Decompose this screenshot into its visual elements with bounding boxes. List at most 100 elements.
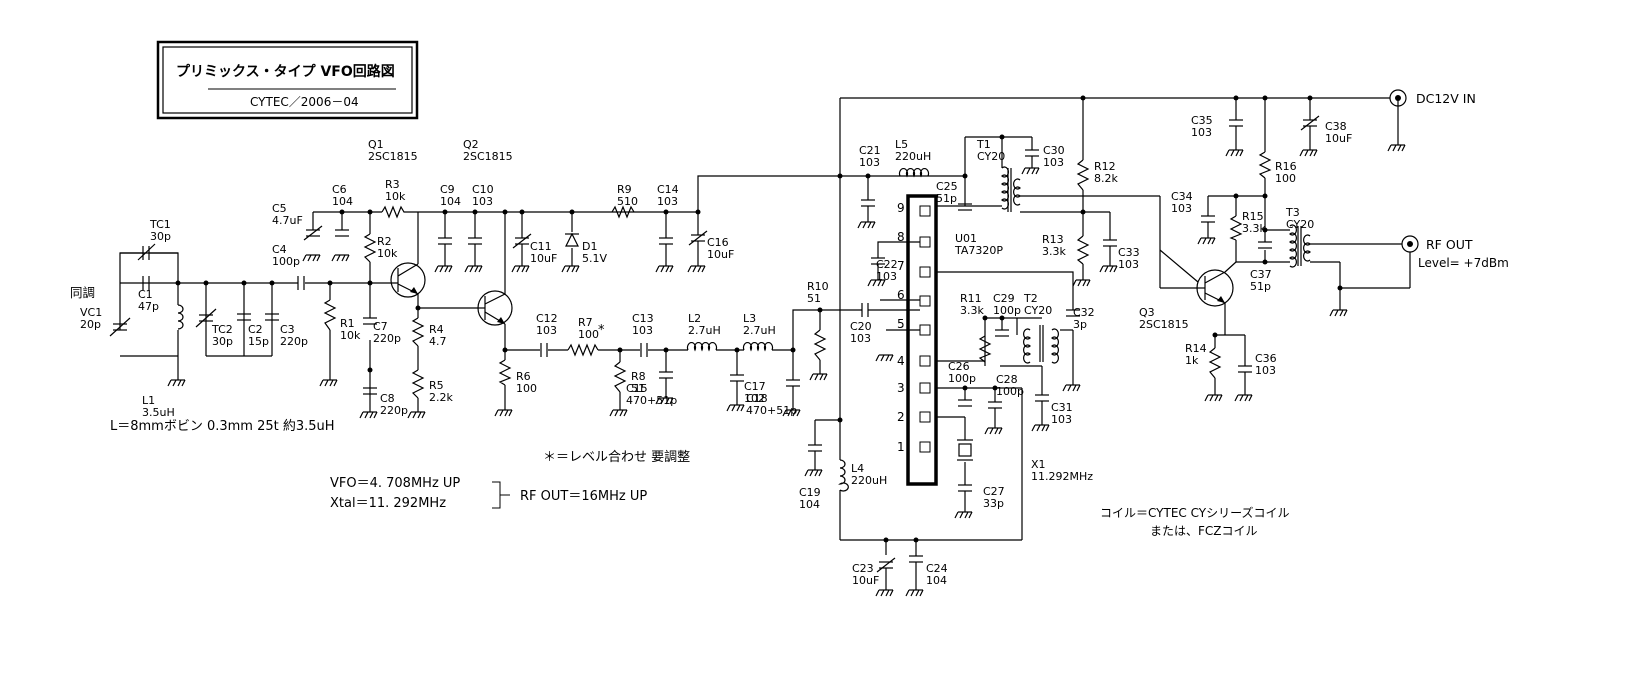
component-ref: C32 — [1073, 306, 1095, 319]
component-value: 103 — [657, 195, 678, 208]
component-value: 8.2k — [1094, 172, 1118, 185]
component-value: 33p — [983, 497, 1004, 510]
ic-pin-8: 8 — [897, 230, 905, 244]
component-ref: R8 — [631, 370, 646, 383]
level-note: ＊＝レベル合わせ 要調整 — [543, 450, 690, 465]
title-block: プリミックス・タイプ VFO回路図 CYTEC／2006－04 — [156, 40, 419, 120]
component-value: 100p — [993, 304, 1021, 317]
component-ref: T1 — [976, 138, 991, 151]
ground-icon — [1299, 149, 1318, 157]
component-value: 10uF — [1325, 132, 1352, 145]
component-ref: Q1 — [368, 138, 384, 151]
component-value: 100p — [272, 255, 300, 268]
component-ref: Q3 — [1139, 306, 1155, 319]
component-value: 220uH — [895, 150, 931, 163]
component-ref: R11 — [960, 292, 982, 305]
component-value: 100p — [948, 372, 976, 385]
ground-icon — [434, 265, 453, 273]
component-value: 100 — [1275, 172, 1296, 185]
component-value: 103 — [1043, 156, 1064, 169]
ground-icon — [857, 221, 876, 229]
component-ref: R12 — [1094, 160, 1116, 173]
ground-icon — [867, 279, 886, 287]
component-ref: C13 — [632, 312, 654, 325]
ic-pin-4: 4 — [897, 354, 905, 368]
component-ref: C10 — [472, 183, 494, 196]
component-value: 103 — [850, 332, 871, 345]
component-value: 3.3k — [1042, 245, 1066, 258]
component-ref: C38 — [1325, 120, 1347, 133]
component-ref: C2 — [248, 323, 263, 336]
title-text: プリミックス・タイプ VFO回路図 — [176, 63, 395, 80]
ground-icon — [726, 404, 745, 412]
component-ref: C24 — [926, 562, 948, 575]
ground-icon — [319, 379, 338, 387]
component-value: 1k — [1185, 354, 1199, 367]
component-ref: C16 — [707, 236, 729, 249]
component-ref: C21 — [859, 144, 881, 157]
component-ref: C27 — [983, 485, 1005, 498]
ground-icon — [809, 373, 828, 381]
coil-note: L＝8mmボビン 0.3mm 25t 約3.5uH — [110, 419, 335, 434]
ic-pin-9: 9 — [897, 201, 905, 215]
component-ref: T2 — [1023, 292, 1038, 305]
ground-icon — [494, 409, 513, 417]
component-ref: L2 — [688, 312, 701, 325]
component-value: 10uF — [707, 248, 734, 261]
component-ref: R7 — [578, 316, 593, 329]
component-value: 10uF — [852, 574, 879, 587]
ground-icon — [655, 265, 674, 273]
component-value: 103 — [472, 195, 493, 208]
component-value: 5.1V — [582, 252, 607, 265]
notes: 同調 L＝8mmボビン 0.3mm 25t 約3.5uH * ＊＝レベル合わせ … — [70, 91, 1509, 538]
component-ref: C12 — [536, 312, 558, 325]
component-value: 103 — [859, 156, 880, 169]
component-ref: T3 — [1285, 206, 1300, 219]
component-ref: R6 — [516, 370, 531, 383]
component-value: 510 — [617, 195, 638, 208]
component-ref: R3 — [385, 178, 400, 191]
vfo-frequency-note: VFO＝4. 708MHz UP — [330, 476, 460, 491]
component-value: 10k — [385, 190, 406, 203]
component-ref: C6 — [332, 183, 347, 196]
component-ref: R10 — [807, 280, 829, 293]
component-value: 10uF — [530, 252, 557, 265]
component-value: 103 — [1051, 413, 1072, 426]
component-value: 2.7uH — [743, 324, 776, 337]
symbols — [109, 89, 1419, 590]
component-value: 3p — [1073, 318, 1087, 331]
ic-pin-numbers: 9 8 7 6 5 4 3 2 1 — [897, 201, 905, 454]
component-ref: R14 — [1185, 342, 1207, 355]
component-value: 4.7 — [429, 335, 447, 348]
ground-icon — [464, 265, 483, 273]
ic-pin-7: 7 — [897, 259, 905, 273]
ground-icon — [905, 589, 924, 597]
ground-icon — [655, 397, 674, 405]
component-ref: C8 — [380, 392, 395, 405]
output-level-label: Level= +7dBm — [1418, 256, 1509, 270]
component-value: 10k — [340, 329, 361, 342]
ic-pin-2: 2 — [897, 410, 905, 424]
tune-label: 同調 — [70, 285, 95, 300]
component-value: 51 — [807, 292, 821, 305]
component-value: 51p — [936, 192, 957, 205]
component-ref: C14 — [657, 183, 679, 196]
ground-icon — [687, 265, 706, 273]
component-value: 2.2k — [429, 391, 453, 404]
component-ref: TC1 — [149, 218, 171, 231]
component-value: 3.5uH — [142, 406, 175, 419]
ground-icon — [407, 411, 426, 419]
component-value: 103 — [1118, 258, 1139, 271]
component-ref: L5 — [895, 138, 908, 151]
component-ref: L3 — [743, 312, 756, 325]
ground-icon — [511, 265, 530, 273]
component-ref: U01 — [955, 232, 977, 245]
component-ref: C36 — [1255, 352, 1277, 365]
component-ref: C1 — [138, 288, 153, 301]
component-value: 30p — [212, 335, 233, 348]
xtal-frequency-note: Xtal＝11. 292MHz — [330, 496, 446, 511]
component-value: 104 — [332, 195, 353, 208]
ground-icon — [359, 411, 378, 419]
ground-icon — [984, 427, 1003, 435]
